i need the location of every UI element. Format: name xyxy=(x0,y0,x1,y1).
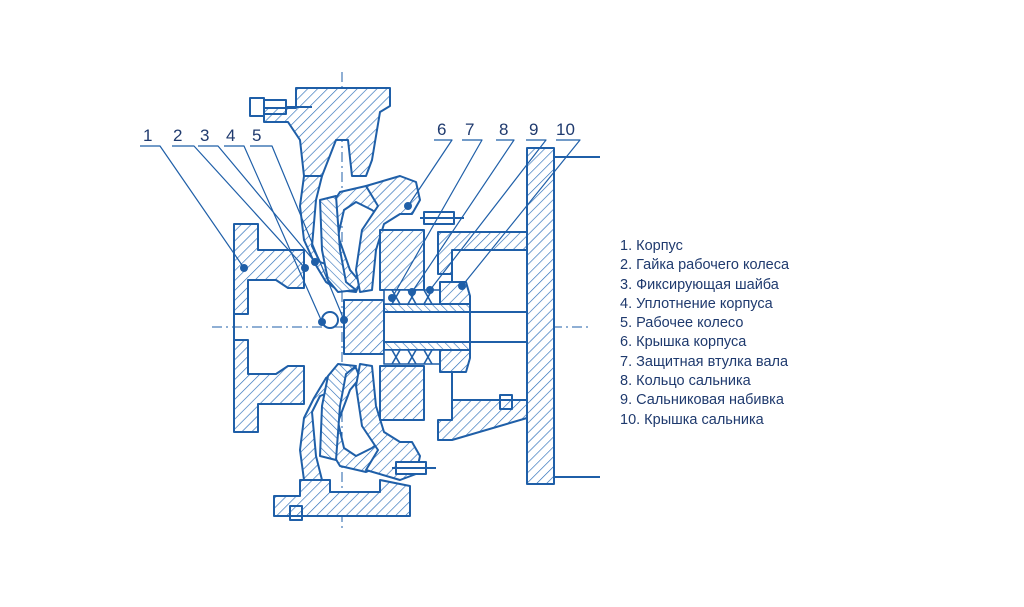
shaft xyxy=(383,311,528,343)
callout-10: 10 xyxy=(556,120,575,139)
leader-lines xyxy=(140,139,581,323)
legend-item: 5. Рабочее колесо xyxy=(620,315,744,332)
legend-item: 4. Уплотнение корпуса xyxy=(620,295,773,312)
callout-6: 6 xyxy=(437,120,446,139)
callout-1: 1 xyxy=(143,126,152,145)
bolts xyxy=(392,211,464,475)
discharge-nozzle xyxy=(249,87,391,177)
legend-item: 2. Гайка рабочего колеса xyxy=(620,257,790,274)
casing-cover xyxy=(355,175,425,481)
legend-item: 8. Кольцо сальника xyxy=(620,373,751,390)
legend-item: 10. Крышка сальника xyxy=(620,411,764,428)
callout-4: 4 xyxy=(226,126,235,145)
motor-flange xyxy=(526,147,600,485)
legend-item: 6. Крышка корпуса xyxy=(620,334,747,351)
callout-7: 7 xyxy=(465,120,474,139)
callout-5: 5 xyxy=(252,126,261,145)
legend-item: 9. Сальниковая набивка xyxy=(620,392,784,409)
callout-numbers: 1 2 3 4 5 6 7 8 9 10 xyxy=(143,120,575,145)
legend-item: 3. Фиксирующая шайба xyxy=(620,276,779,293)
suction-flange xyxy=(233,223,305,433)
callout-8: 8 xyxy=(499,120,508,139)
shaft-sleeve xyxy=(383,303,471,313)
legend-item: 1. Корпус xyxy=(620,238,683,254)
parts-legend: 1. Корпус 2. Гайка рабочего колеса 3. Фи… xyxy=(620,237,789,430)
pump-foot xyxy=(273,479,411,521)
callout-3: 3 xyxy=(200,126,209,145)
legend-item: 7. Защитная втулка вала xyxy=(620,353,789,370)
callout-2: 2 xyxy=(173,126,182,145)
callout-9: 9 xyxy=(529,120,538,139)
